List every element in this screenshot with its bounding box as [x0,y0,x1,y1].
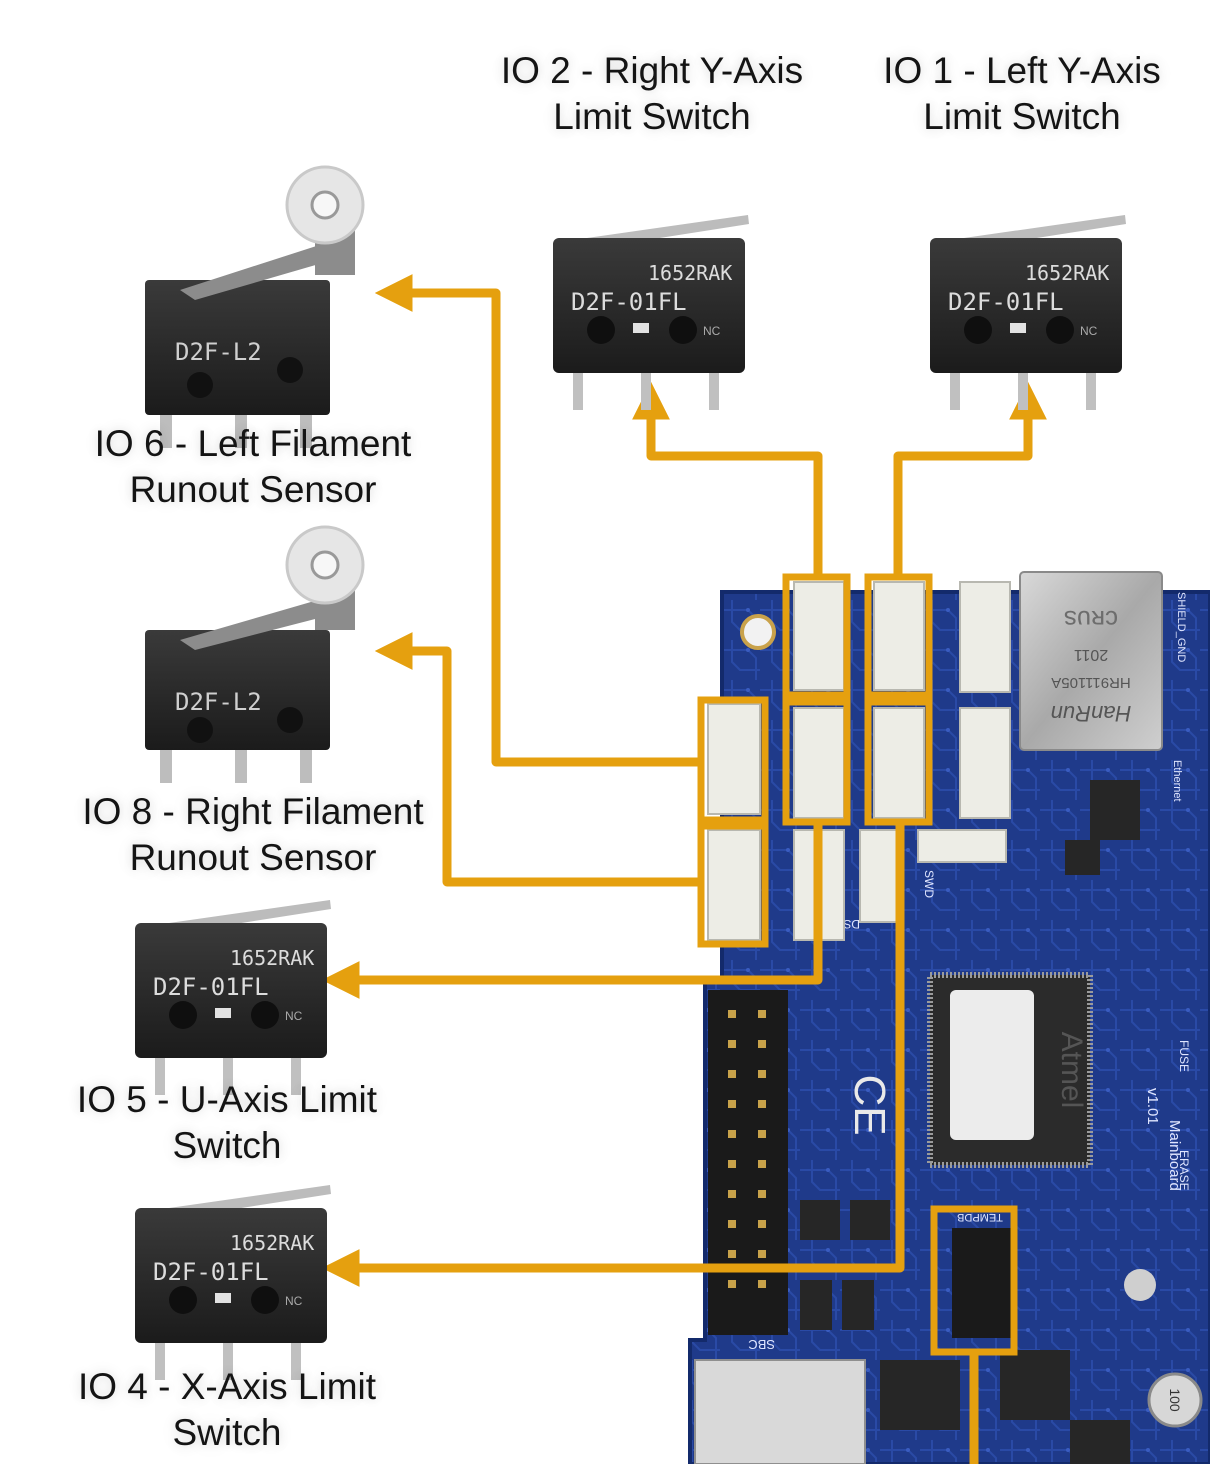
label-io6-line2: Runout Sensor [129,469,377,510]
arrow-io1 [893,381,1047,577]
switch-io6-roller: D2F-L2 [145,165,365,448]
ce-mark: CE [845,1074,894,1135]
switch-io1-lever: 1652RAK D2F-01FL NC [930,215,1126,410]
arrow-io4 [321,822,905,1287]
capacitor [1147,1372,1203,1428]
ethernet-year: 2011 [1074,646,1109,663]
chip-brand: Atmel [1055,1032,1088,1109]
silk-mainboard: Mainboard [1166,1120,1183,1191]
nc-mark-4: NC [285,1294,303,1308]
arrow-io5 [321,822,823,999]
label-io2: IO 2 - Right Y-Axis Limit Switch [492,48,812,140]
svg-text:ᴄʀᴜs: ᴄʀᴜs [1064,605,1118,635]
lever-model-4: D2F-01FL [153,1258,269,1286]
lever-model-1: D2F-01FL [571,288,687,316]
silk-tempdb: TEMPDB [957,1211,1003,1223]
idc-header [708,990,788,1335]
switch-io2-lever: 1652RAK D2F-01FL NC [553,215,749,410]
capacitor-value: 100 [1167,1388,1183,1412]
switch-io5-lever: 1652RAK D2F-01FL NC [135,900,331,1095]
arrow-io8 [374,632,701,887]
label-io1: IO 1 - Left Y-Axis Limit Switch [872,48,1172,140]
label-io4-line2: Switch [172,1412,282,1453]
label-io4: IO 4 - X-Axis Limit Switch [64,1364,390,1456]
lever-code-4: 1652RAK [230,1231,314,1255]
silk-swd: SWD [922,870,936,898]
lever-model-2: D2F-01FL [948,288,1064,316]
label-io1-line2: Limit Switch [923,96,1121,137]
label-io6-line1: IO 6 - Left Filament [94,423,412,464]
lever-model-3: D2F-01FL [153,973,269,1001]
ethernet-part: HR911105A [1051,674,1131,691]
rj-connector [694,1359,866,1464]
label-io2-line2: Limit Switch [553,96,751,137]
silk-ethernet: Ethernet [1171,760,1183,802]
silk-sbc: SBC [748,1337,775,1352]
switch-io8-roller: D2F-L2 [145,525,365,783]
wire-arrows [321,274,1047,1464]
label-io8-line1: IO 8 - Right Filament [82,791,424,832]
roller-marking-1: D2F-L2 [175,338,262,366]
label-io8-line2: Runout Sensor [129,837,377,878]
nc-mark-3: NC [285,1009,303,1023]
arrow-io6 [374,274,701,767]
switch-io4-lever: 1652RAK D2F-01FL NC [135,1185,331,1380]
label-io5: IO 5 - U-Axis Limit Switch [64,1077,390,1169]
arrow-io2 [632,381,823,577]
label-io4-line1: IO 4 - X-Axis Limit [77,1366,377,1407]
tempdb-header [952,1228,1012,1338]
mounting-hole [740,614,776,650]
smd-components [800,780,1140,1464]
silk-fuse: FUSE [1177,1040,1191,1072]
lever-code-2: 1652RAK [1025,261,1109,285]
chip-label-sticker [950,990,1034,1140]
mainboard: ᴄʀᴜs 2011 HR911105A HanRun Atmel CE v1.0… [688,571,1210,1464]
silk-erase: ERASE [1177,1150,1191,1191]
label-io8: IO 8 - Right Filament Runout Sensor [70,789,436,881]
lever-code-3: 1652RAK [230,946,314,970]
label-io1-line1: IO 1 - Left Y-Axis [883,50,1161,91]
label-io2-line1: IO 2 - Right Y-Axis [500,50,804,91]
nc-mark-1: NC [703,324,721,338]
nc-mark-2: NC [1080,324,1098,338]
label-io5-line2: Switch [172,1125,282,1166]
lever-code-1: 1652RAK [648,261,732,285]
label-io6: IO 6 - Left Filament Runout Sensor [80,421,426,513]
roller-marking-2: D2F-L2 [175,688,262,716]
ethernet-brand: HanRun [1051,701,1132,726]
button [1124,1269,1156,1301]
silk-shield: SHIELD_GND [1175,592,1187,662]
silk-version: v1.01 [1144,1088,1161,1125]
label-io5-line1: IO 5 - U-Axis Limit [76,1079,378,1120]
ethernet-jack [1019,571,1163,751]
